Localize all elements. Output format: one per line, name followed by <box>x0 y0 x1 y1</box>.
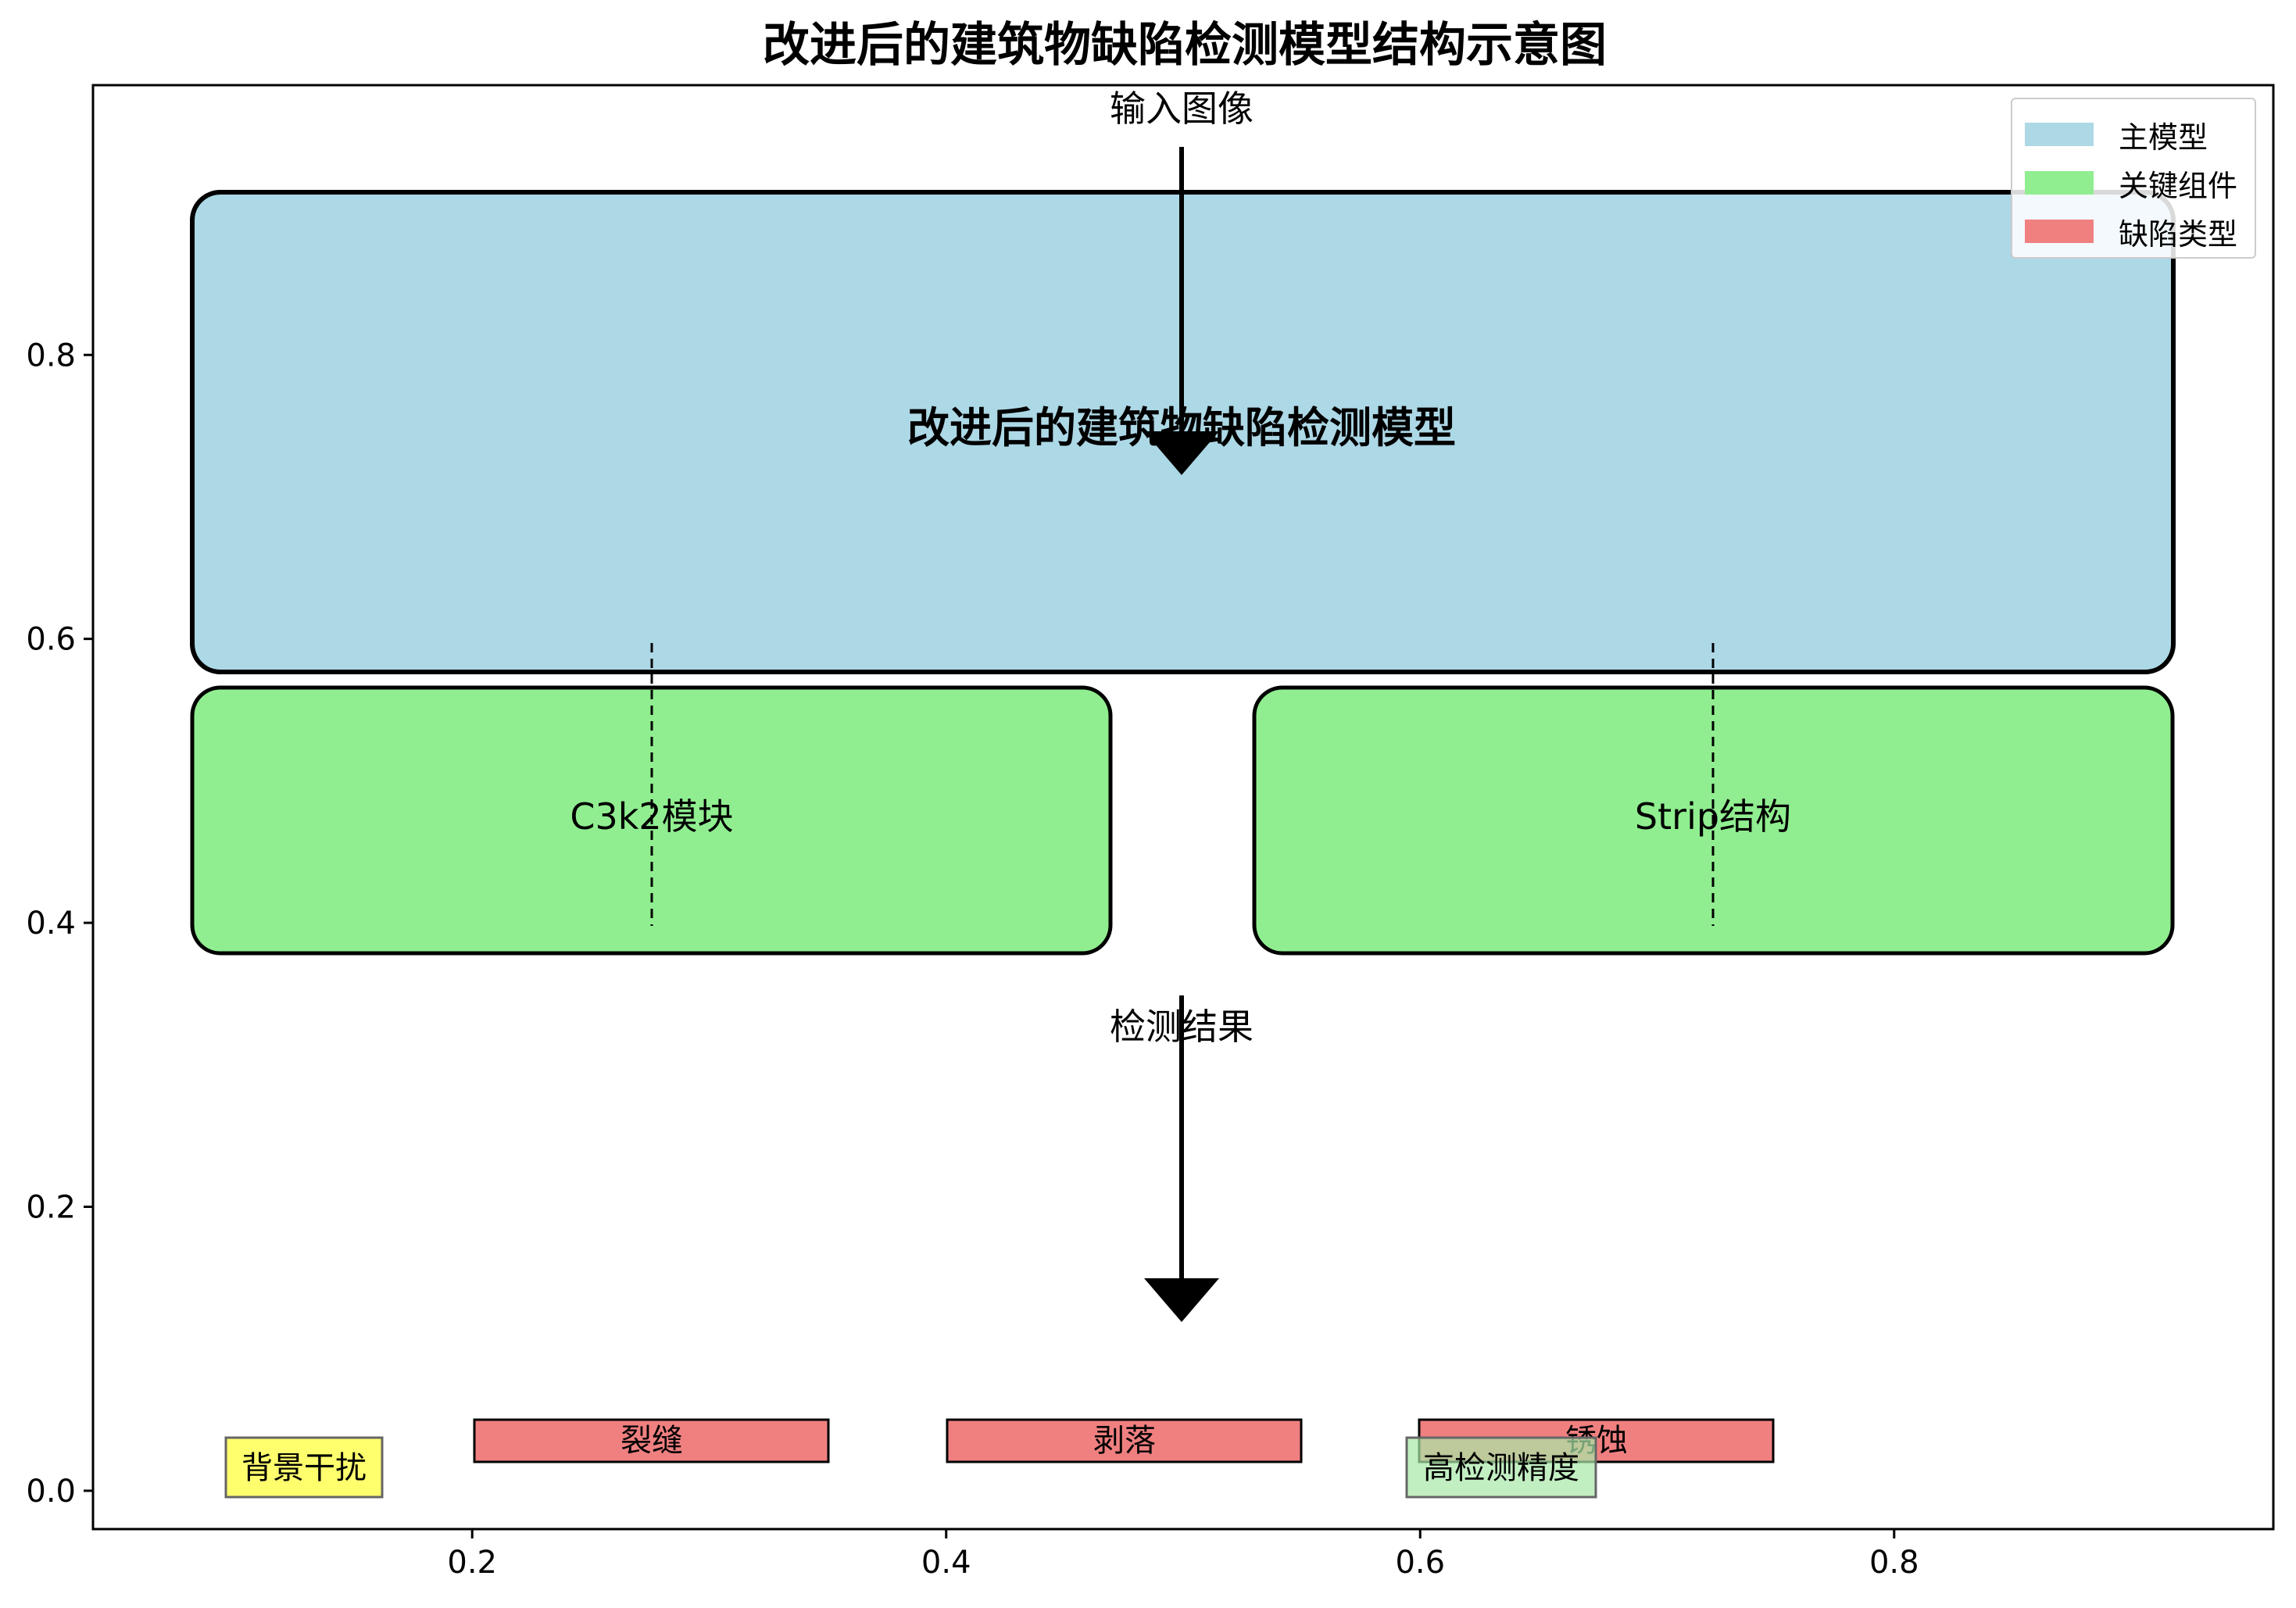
legend-item-main-model: 主模型 <box>2025 110 2242 159</box>
y-tick-label: 0.2 <box>26 1190 76 1226</box>
legend-swatch-defect-type <box>2025 220 2094 243</box>
y-tick-label: 0.8 <box>26 338 76 373</box>
y-axis-ticks: 0.0 0.2 0.4 0.6 0.8 <box>26 338 93 1510</box>
diagram-title: 改进后的建筑物缺陷检测模型结构示意图 <box>763 18 1607 73</box>
legend: 主模型 关键组件 缺陷类型 <box>2011 98 2256 259</box>
x-tick-label: 0.4 <box>921 1545 971 1581</box>
note-box-high-precision <box>1405 1436 1597 1499</box>
input-arrow-head <box>1144 431 1219 475</box>
note-box-background-interference <box>224 1436 384 1499</box>
legend-item-defect-type: 缺陷类型 <box>2025 207 2242 255</box>
x-tick-label: 0.2 <box>447 1545 497 1581</box>
note-label-background-interference: 背景干扰 <box>241 1450 367 1486</box>
x-axis-ticks: 0.2 0.4 0.6 0.8 <box>447 1529 1919 1581</box>
legend-swatch-main-model <box>2025 123 2094 146</box>
output-arrow-head <box>1144 1278 1219 1322</box>
plot-frame <box>91 84 2275 1531</box>
defect-box-spalling <box>946 1418 1303 1463</box>
y-tick-label: 0.0 <box>26 1474 76 1510</box>
legend-swatch-key-component <box>2025 171 2094 195</box>
y-tick-label: 0.6 <box>26 622 76 658</box>
legend-label-main-model: 主模型 <box>2119 120 2208 155</box>
legend-label-defect-type: 缺陷类型 <box>2119 216 2238 252</box>
defect-box-crack <box>473 1418 830 1463</box>
note-label-high-precision: 高检测精度 <box>1423 1450 1579 1486</box>
legend-item-key-component: 关键组件 <box>2025 159 2242 207</box>
x-tick-label: 0.6 <box>1395 1545 1445 1581</box>
y-tick-label: 0.4 <box>26 906 76 942</box>
defect-label-spalling: 剥落 <box>1093 1423 1156 1459</box>
legend-label-key-component: 关键组件 <box>2119 168 2238 203</box>
output-label: 检测结果 <box>1110 1006 1254 1048</box>
input-label: 输入图像 <box>1110 88 1254 130</box>
x-tick-label: 0.8 <box>1869 1545 1919 1581</box>
defect-label-crack: 裂缝 <box>620 1423 683 1459</box>
